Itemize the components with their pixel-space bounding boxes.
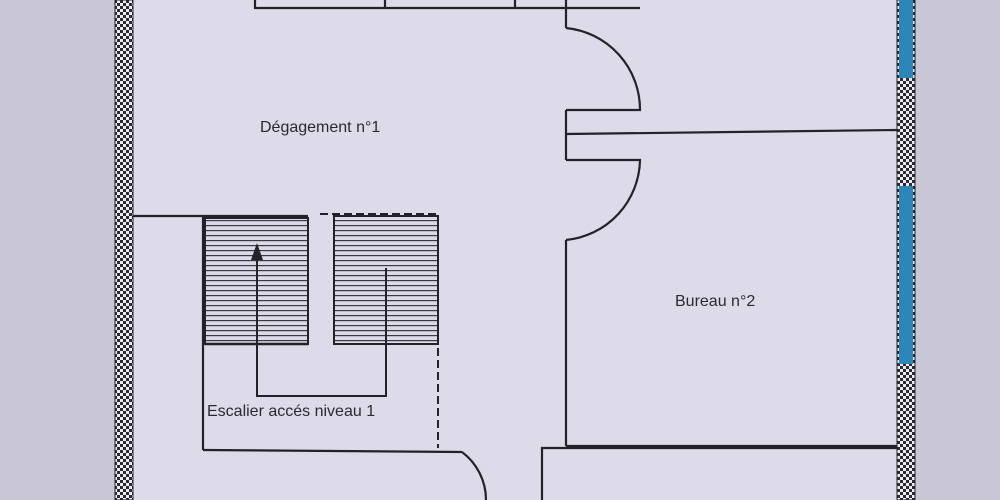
door-swing-upper <box>565 26 642 112</box>
walls <box>133 0 898 500</box>
window-right-upper <box>899 0 913 78</box>
partition-upper-room <box>565 128 898 136</box>
door-swing-bureau <box>565 158 642 242</box>
door-swing-bottom <box>461 451 488 500</box>
exterior-wall-left <box>114 0 134 500</box>
paper-margin-right <box>915 0 1000 500</box>
stair-bottom-wall <box>202 448 463 454</box>
room-label-degagement: Dégagement n°1 <box>260 119 380 136</box>
window-right-lower <box>899 186 913 364</box>
paper-margin-left <box>0 0 118 500</box>
stair-direction-line <box>256 258 387 397</box>
room-label-escalier: Escalier accés niveau 1 <box>207 403 375 420</box>
top-furniture-strip <box>253 0 640 10</box>
lower-right-room-wall <box>540 446 897 500</box>
arrow-up-icon <box>251 243 263 260</box>
room-label-bureau: Bureau n°2 <box>675 293 755 310</box>
